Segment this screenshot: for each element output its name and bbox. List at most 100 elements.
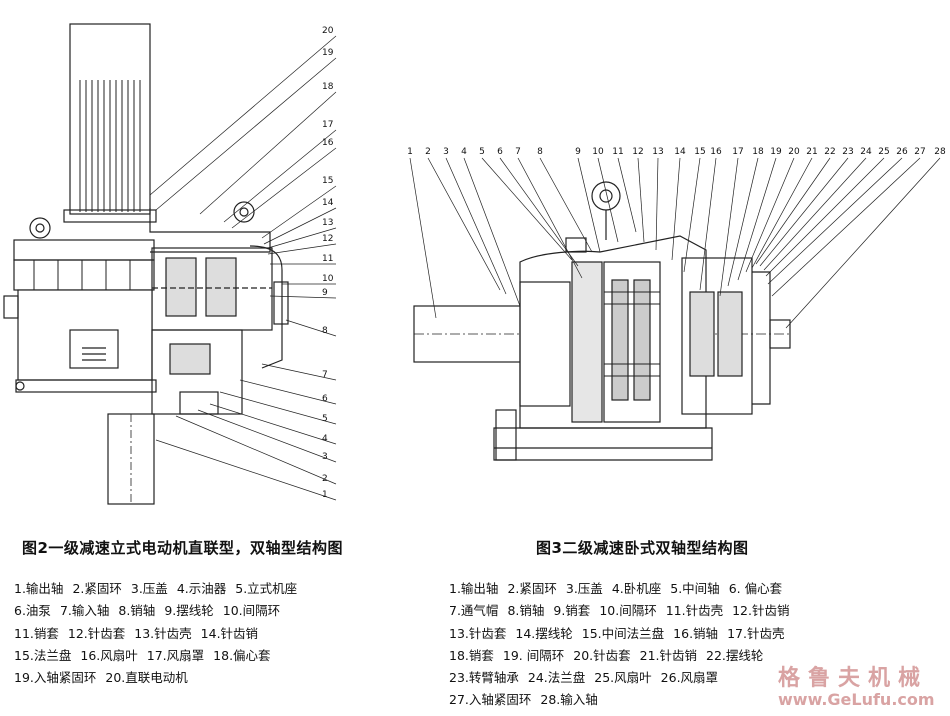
figure-2-callout: 1: [322, 490, 328, 500]
horizontal-reducer-drawing: [409, 157, 941, 461]
figure-2-legend-item: 6.油泵: [14, 603, 51, 619]
vertical-reducer-drawing: [3, 23, 337, 505]
figure-3-legend-item: 20.针齿套: [573, 647, 631, 663]
figure-3-legend-item: 27.入轴紧固环: [449, 692, 532, 708]
figure-2-legend-item: 7.输入轴: [59, 603, 110, 619]
figure-3-callout: 5: [479, 147, 485, 157]
figure-2-legend-item: 1.输出轴: [14, 581, 64, 596]
figure-3-callout: 9: [575, 147, 581, 157]
figure-3-legend-item: 11.针齿壳: [665, 603, 724, 619]
figure-2-callout: 6: [322, 394, 328, 404]
figure-3-callout: 17: [732, 147, 743, 157]
figure-3-legend-item: 21.针齿销: [639, 647, 698, 663]
figure-2-legend-row: 11.销套 12.针齿套 13.针齿壳 14.针齿销: [14, 623, 306, 645]
figure-3-callout: 1: [407, 147, 413, 157]
figure-3-callout: 19: [770, 147, 782, 157]
figure-3-legend-item: 4.卧机座: [611, 581, 662, 596]
figure-2-legend-item: 16.风扇叶: [80, 647, 138, 663]
figure-2-callout: 7: [322, 370, 328, 380]
figure-2-caption: 图2一级减速立式电动机直联型，双轴型结构图: [22, 539, 343, 557]
figure-3-callout: 24: [860, 147, 872, 157]
watermark-url: www.GeLufu.com: [778, 690, 935, 709]
figure-2-legend-item: 2.紧固环: [72, 581, 122, 596]
figure-2-legend-item: 3.压盖: [130, 581, 168, 596]
figure-3-legend-row: 27.入轴紧固环 28.输入轴: [449, 689, 798, 711]
figure-2-legend-item: 8.销轴: [118, 603, 156, 619]
figure-3-callout: 25: [878, 147, 889, 157]
figure-2-legend-row: 1.输出轴 2.紧固环 3.压盖 4.示油器 5.立式机座: [14, 578, 306, 600]
figure-3-callout: 2: [425, 147, 431, 157]
figure-3-callout: 20: [788, 147, 800, 157]
figure-3-callout: 10: [592, 147, 604, 157]
figure-3-legend-item: 12.针齿销: [732, 603, 790, 619]
figure-2-callout: 4: [322, 434, 328, 444]
figure-2-parts-legend: 1.输出轴 2.紧固环 3.压盖 4.示油器 5.立式机座 6.油泵 7.输入轴 8.销轴 9.…: [14, 578, 306, 689]
watermark: 格鲁夫机械 www.GeLufu.com: [778, 666, 948, 710]
figure-3-callout: 14: [674, 147, 686, 157]
figure-3-callout: 26: [896, 147, 908, 157]
figure-3-legend-item: 3.压盖: [565, 581, 603, 596]
figure-3-legend-item: 8.销轴: [507, 603, 545, 619]
figure-2-legend-item: 12.针齿套: [67, 625, 126, 641]
figure-2-callout: 18: [322, 82, 334, 92]
figure-3-legend-item: 19. 间隔环: [502, 647, 565, 663]
figure-2-legend-item: 18.偏心套: [213, 647, 271, 663]
figure-2-legend-item: 19.入轴紧固环: [14, 670, 97, 686]
figure-3-legend-item: 9.销套: [553, 603, 591, 619]
figure-3-legend-item: 13.针齿套: [449, 625, 507, 641]
figure-3-legend-item: 28.输入轴: [540, 692, 598, 708]
figure-3-callout: 21: [806, 147, 817, 157]
figure-3-legend-item: 10.间隔环: [599, 603, 657, 619]
figure-2-legend-row: 6.油泵 7.输入轴 8.销轴 9.摆线轮 10.间隔环: [14, 600, 306, 622]
figure-3-legend-item: 6. 偏心套: [728, 581, 783, 596]
figure-2-callout: 19: [322, 48, 334, 58]
figure-2-callout: 11: [322, 254, 333, 264]
figure-2-callout: 3: [322, 452, 328, 462]
figure-3-legend-item: 5.中间轴: [670, 581, 720, 596]
figure-2-callout: 15: [322, 176, 333, 186]
figure-2-callout: 2: [322, 474, 328, 484]
figure-2-callout: 8: [322, 326, 328, 336]
figure-2-callout: 9: [322, 288, 328, 298]
figure-2-legend-item: 4.示油器: [176, 581, 227, 596]
figure-3-callout: 22: [824, 147, 835, 157]
figure-3-callout: 18: [752, 147, 764, 157]
figure-3-callout: 6: [497, 147, 503, 157]
figure-2-callout: 16: [322, 138, 334, 148]
figure-3-legend-item: 17.针齿壳: [727, 625, 785, 641]
figure-2-callout: 10: [322, 274, 334, 284]
figure-2-callout: 12: [322, 234, 333, 244]
figure-3-legend-item: 16.销轴: [673, 625, 719, 641]
figure-3-legend-item: 2.紧固环: [507, 581, 557, 596]
figure-3-legend-item: 24.法兰盘: [527, 670, 586, 686]
figure-2-legend-item: 9.摆线轮: [164, 603, 214, 619]
figure-2-callout: 17: [322, 120, 333, 130]
figure-2-legend-item: 14.针齿销: [200, 625, 259, 641]
figure-3-callout: 13: [652, 147, 663, 157]
figure-2-legend-item: 13.针齿壳: [134, 625, 192, 641]
figure-2-legend-item: 15.法兰盘: [14, 647, 72, 663]
figure-3-caption: 图3二级减速卧式双轴型结构图: [536, 539, 749, 557]
figure-2-legend-item: 11.销套: [14, 625, 59, 641]
figure-2-legend-item: 5.立式机座: [235, 581, 298, 596]
figure-3-callout: 7: [515, 147, 521, 157]
figure-2-callout: 14: [322, 198, 334, 208]
figure-3-callout: 28: [934, 147, 946, 157]
figure-3-callout: 4: [461, 147, 467, 157]
figure-2-callout: 5: [322, 414, 328, 424]
figure-3-callout: 15: [694, 147, 705, 157]
figure-3-callout: 12: [632, 147, 643, 157]
figure-3-legend-item: 26.风扇罩: [660, 670, 719, 686]
figure-2-legend-item: 10.间隔环: [222, 603, 281, 619]
